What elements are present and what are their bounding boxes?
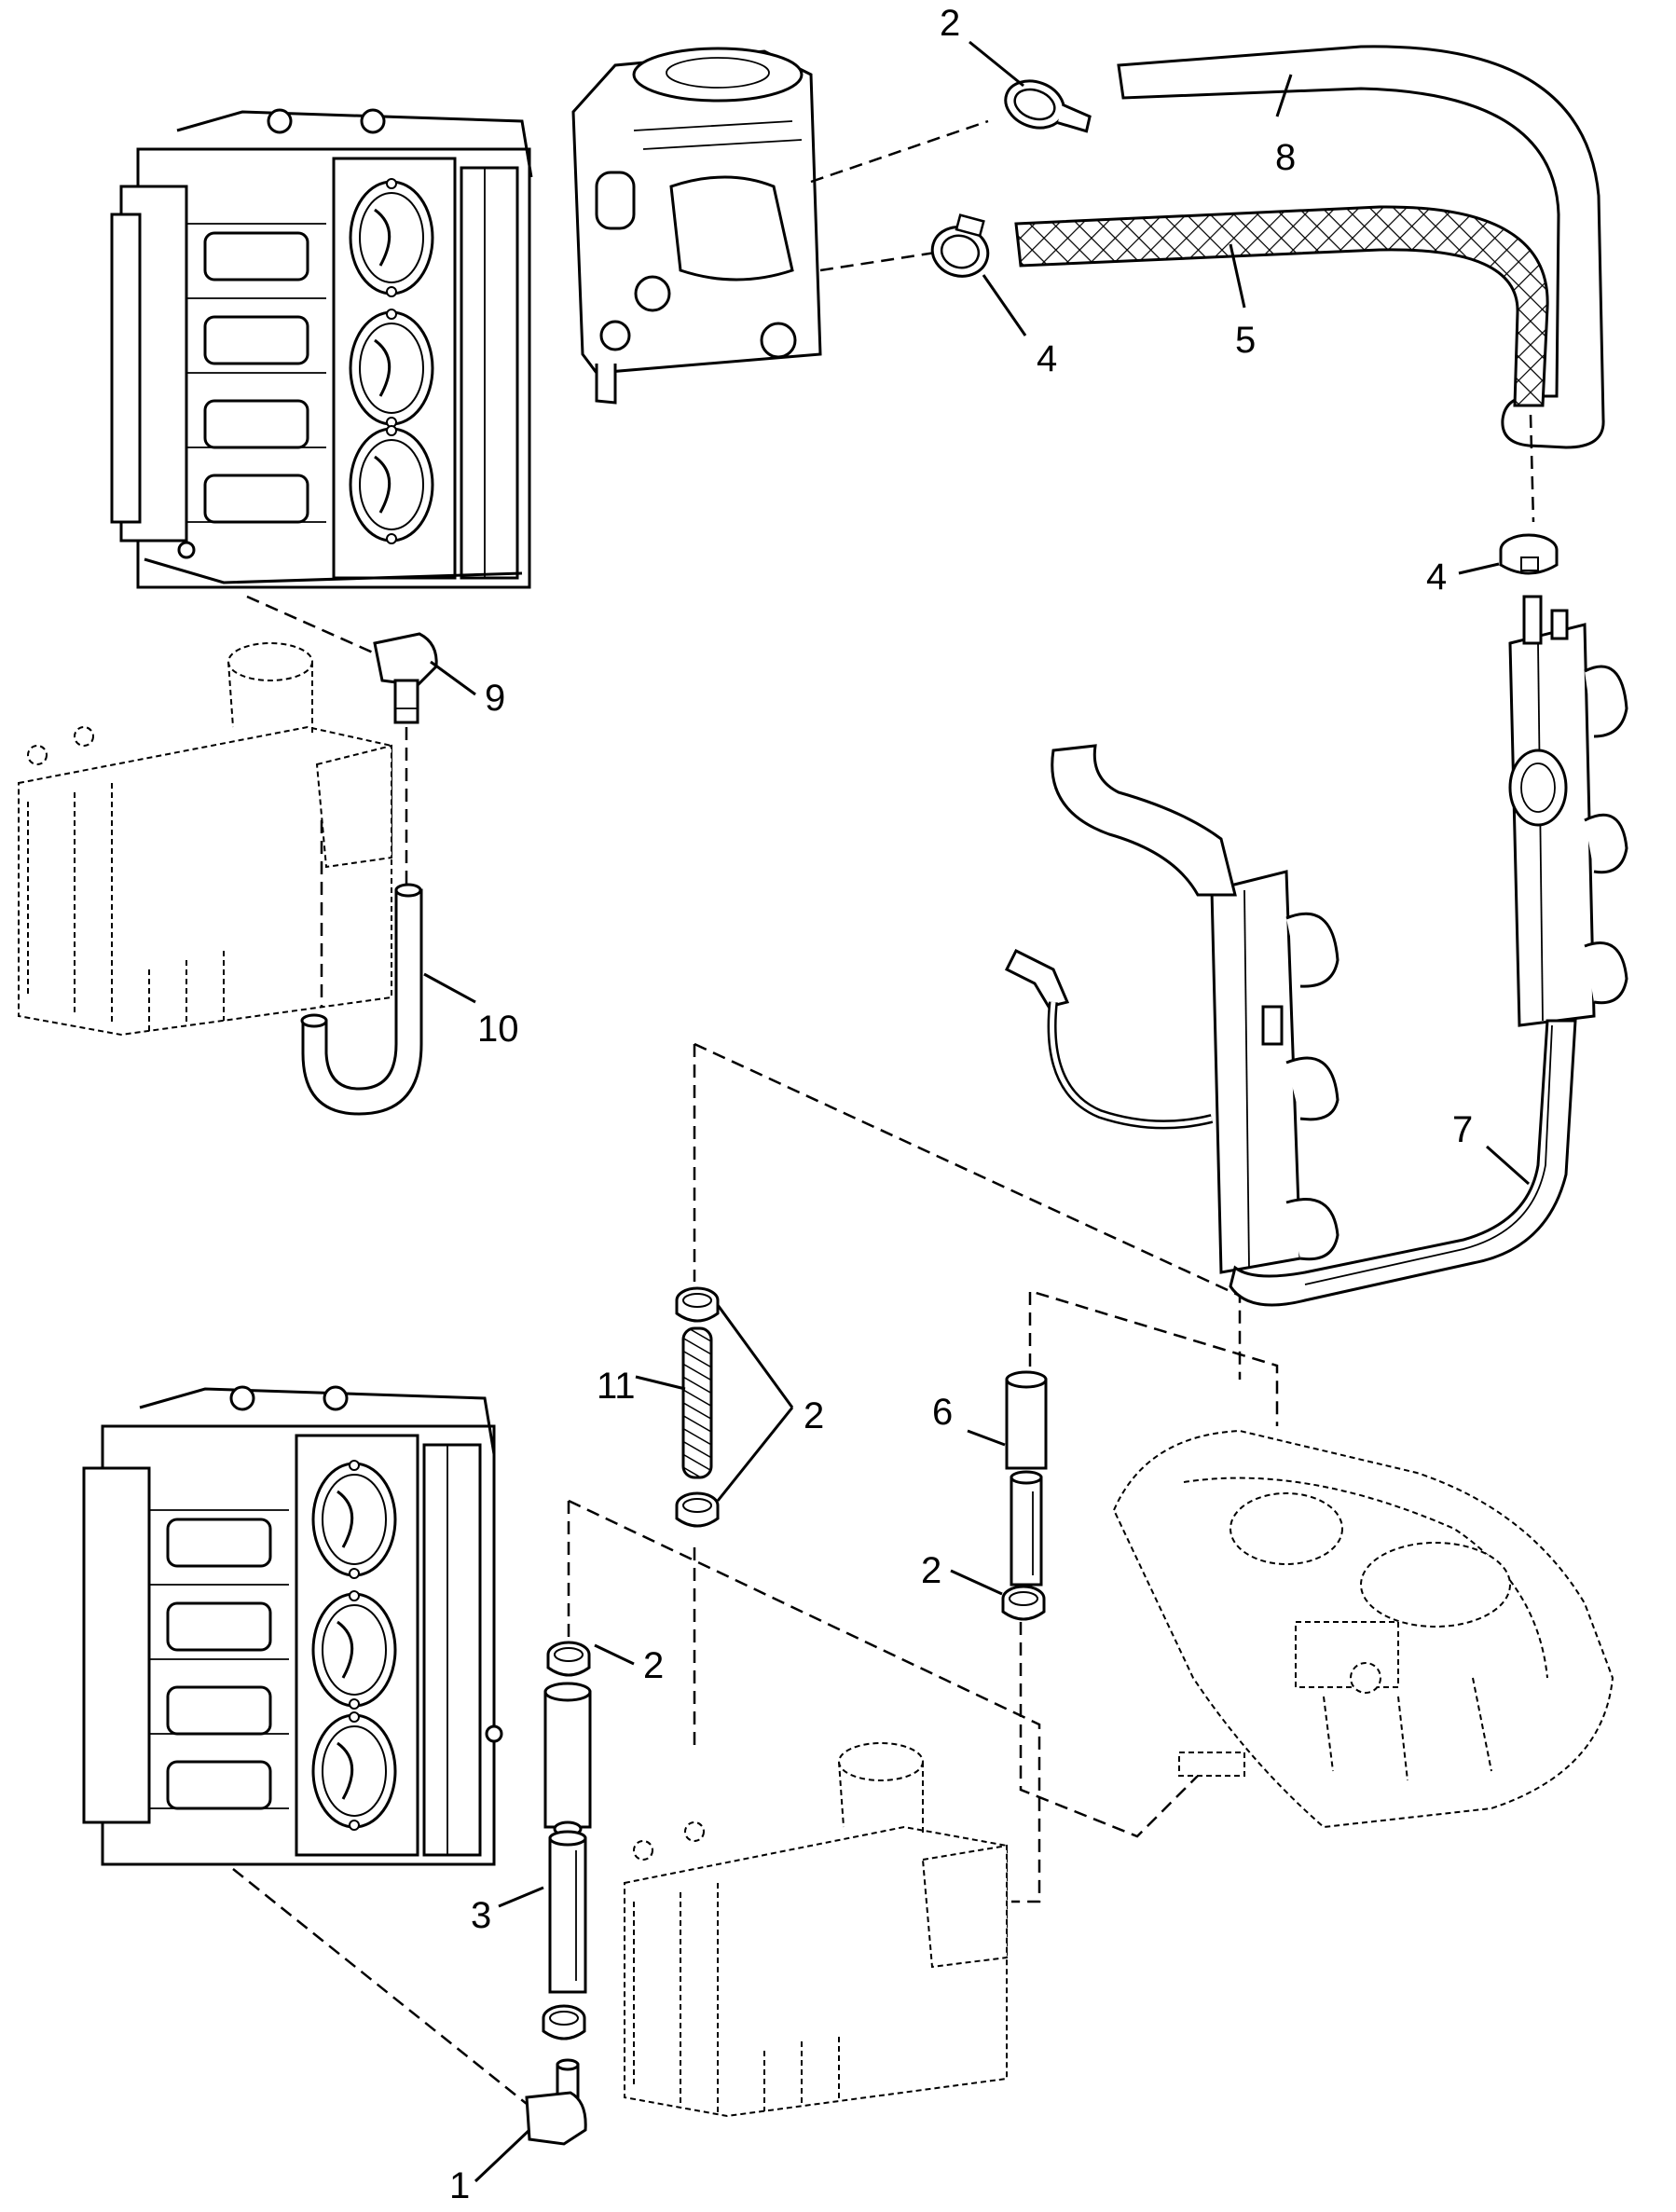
callout-2-coil-clamps: 2 [804, 1395, 824, 1436]
callout-7: 7 [1452, 1109, 1473, 1150]
leader-main-frame [694, 1042, 1242, 1380]
hose-clamp-lower [1499, 533, 1559, 575]
hose-6 [1001, 1370, 1048, 1621]
callout-9: 9 [485, 678, 505, 719]
callout-leaders [423, 40, 1530, 2183]
adapter-plate [1112, 1429, 1614, 1829]
coil-hose-11 [675, 1286, 720, 1528]
callout-1: 1 [449, 2165, 470, 2206]
callout-4-lower: 4 [1426, 556, 1447, 598]
callout-8: 8 [1275, 137, 1296, 178]
hose-8 [1117, 45, 1605, 449]
callout-2-top-clamp: 2 [940, 3, 960, 44]
engine-block-lower [82, 1385, 503, 1866]
callout-3: 3 [471, 1895, 491, 1936]
hose-3 [542, 1641, 592, 2040]
hose-clamp-top [1004, 79, 1092, 133]
fuel-rail-assembly [1004, 595, 1628, 1307]
leader-housing-clamp2 [810, 119, 989, 184]
callout-2-hose6-clamp: 2 [921, 1550, 941, 1591]
callout-5: 5 [1235, 320, 1256, 361]
hose-5-braided [1014, 205, 1549, 407]
callout-4-upper: 4 [1037, 338, 1057, 379]
engine-block-upper [110, 108, 533, 589]
callout-6: 6 [932, 1392, 953, 1433]
leader-hose-clamp4-lower [1529, 414, 1535, 523]
callout-10: 10 [477, 1009, 519, 1050]
hose-10 [301, 888, 423, 1116]
intake-manifold-lower [624, 1742, 1008, 2118]
callout-2-hose3-clamp: 2 [643, 1645, 664, 1686]
leader-housing-clamp4 [819, 250, 942, 272]
adapter-housing-upper [571, 47, 822, 405]
leader-right-lower [1019, 1622, 1222, 1838]
leader-block-elbow1 [232, 1868, 537, 2112]
callout-11: 11 [597, 1366, 636, 1407]
hose-clamp-upper [930, 213, 990, 278]
elbow-fitting-9 [373, 632, 438, 724]
intake-manifold-upper [18, 642, 392, 1037]
leader-block-elbow9 [246, 595, 374, 654]
elbow-fitting-1 [525, 2058, 587, 2146]
